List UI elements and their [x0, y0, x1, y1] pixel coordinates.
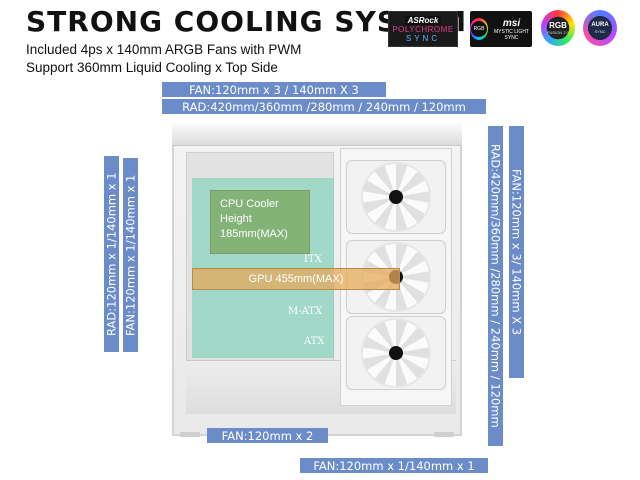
- top-fan-spec: FAN:120mm x 3 / 140mm X 3: [162, 82, 386, 97]
- aura-line1: AURA: [591, 22, 609, 28]
- asrock-line1: POLYCHROME: [392, 24, 454, 34]
- rear-radiator-spec: RAD:120mm x 1/140mm x 1: [104, 156, 119, 352]
- bottom-fan2-spec: FAN:120mm x 1/140mm x 1: [300, 458, 488, 473]
- cpu-cooler-height-label: Height: [220, 213, 252, 225]
- atx-label: ATX: [304, 336, 325, 347]
- asrock-line2: SYNC: [405, 33, 441, 43]
- gpu-length-bar: GPU 455mm(MAX): [192, 268, 400, 290]
- msi-mystic-light-logo: RGB msi MYSTIC LIGHT SYNC: [470, 11, 532, 47]
- rgb-fusion-logo: RGB FUSION 2.0: [541, 10, 575, 46]
- subtitle-fans: Included 4ps x 140mm ARGB Fans with PWM: [26, 42, 302, 57]
- aura-sync-logo: AURA SYNC: [583, 10, 617, 46]
- case-top-panel: [172, 124, 462, 146]
- itx-label: ITX: [304, 254, 322, 265]
- top-radiator-spec: RAD:420mm/360mm /280mm / 240mm / 120mm: [162, 99, 486, 114]
- rear-fan-spec: FAN:120mm x 1/140mm x 1: [123, 158, 138, 352]
- aura-line2: SYNC: [594, 29, 606, 34]
- fan-icon: [346, 240, 446, 314]
- matx-label: M-ATX: [288, 306, 323, 317]
- subtitle-liquid-cooling: Support 360mm Liquid Cooling x Top Side: [26, 60, 278, 75]
- cpu-cooler-label: CPU Cooler: [220, 198, 279, 210]
- cpu-cooler-zone: [210, 190, 310, 254]
- msi-brand: msi: [502, 17, 521, 29]
- side-radiator-spec: RAD:420mm/360mm /280mm / 240mm / 120mm: [488, 126, 503, 446]
- fan-icon: [346, 160, 446, 234]
- asrock-polychrome-logo: ASRock POLYCHROME SYNC: [388, 11, 458, 47]
- msi-rgb-ring-icon: RGB: [470, 18, 488, 40]
- case-foot-right: [434, 432, 454, 437]
- msi-line: MYSTIC LIGHT SYNC: [493, 28, 529, 41]
- case-foot-left: [180, 432, 200, 437]
- rgb-fusion-line2: FUSION 2.0: [547, 29, 569, 35]
- msi-ring-text: RGB: [470, 21, 487, 37]
- side-fan-spec: FAN:120mm x 3/ 140mm X 3: [509, 126, 524, 378]
- asrock-brand: ASRock: [404, 15, 442, 25]
- cpu-cooler-max-label: 185mm(MAX): [220, 228, 288, 240]
- bottom-fan-spec: FAN:120mm x 2: [207, 428, 328, 443]
- fan-icon: [346, 316, 446, 390]
- rgb-fusion-line1: RGB: [549, 20, 567, 30]
